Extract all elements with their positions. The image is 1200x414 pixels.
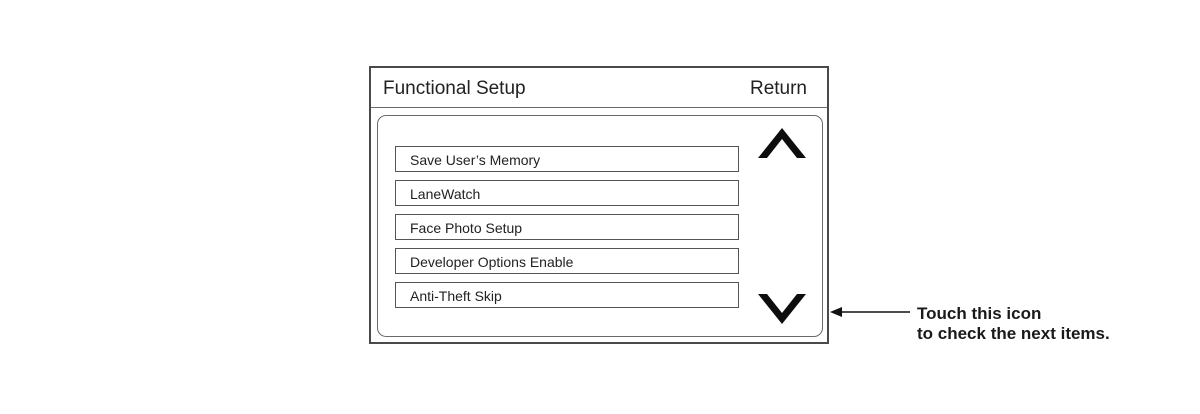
- settings-list-panel: Save User’s Memory LaneWatch Face Photo …: [377, 115, 823, 337]
- callout-line-2: to check the next items.: [917, 324, 1110, 343]
- callout-annotation: Touch this icon to check the next items.: [917, 304, 1110, 344]
- list-item-label: Save User’s Memory: [410, 152, 541, 168]
- list-item-save-users-memory[interactable]: Save User’s Memory: [395, 146, 739, 172]
- arrow-left-icon: [830, 307, 910, 317]
- list-item-label: Anti-Theft Skip: [410, 288, 502, 304]
- scroll-up-button[interactable]: [754, 120, 810, 164]
- list-item-label: Developer Options Enable: [410, 254, 574, 270]
- scroll-down-button[interactable]: [754, 288, 810, 332]
- chevron-down-icon: [758, 294, 806, 324]
- screen-header: Functional Setup Return: [371, 68, 827, 108]
- list-item-lanewatch[interactable]: LaneWatch: [395, 180, 739, 206]
- callout-line-1: Touch this icon: [917, 304, 1042, 323]
- page-title: Functional Setup: [383, 78, 526, 99]
- list-item-face-photo-setup[interactable]: Face Photo Setup: [395, 214, 739, 240]
- functional-setup-screen: Functional Setup Return Save User’s Memo…: [369, 66, 829, 344]
- return-button[interactable]: Return: [749, 78, 807, 99]
- chevron-up-icon: [758, 128, 806, 158]
- list-item-label: Face Photo Setup: [410, 220, 523, 236]
- list-item-anti-theft-skip[interactable]: Anti-Theft Skip: [395, 282, 739, 308]
- list-item-developer-options-enable[interactable]: Developer Options Enable: [395, 248, 739, 274]
- list-item-label: LaneWatch: [410, 186, 481, 202]
